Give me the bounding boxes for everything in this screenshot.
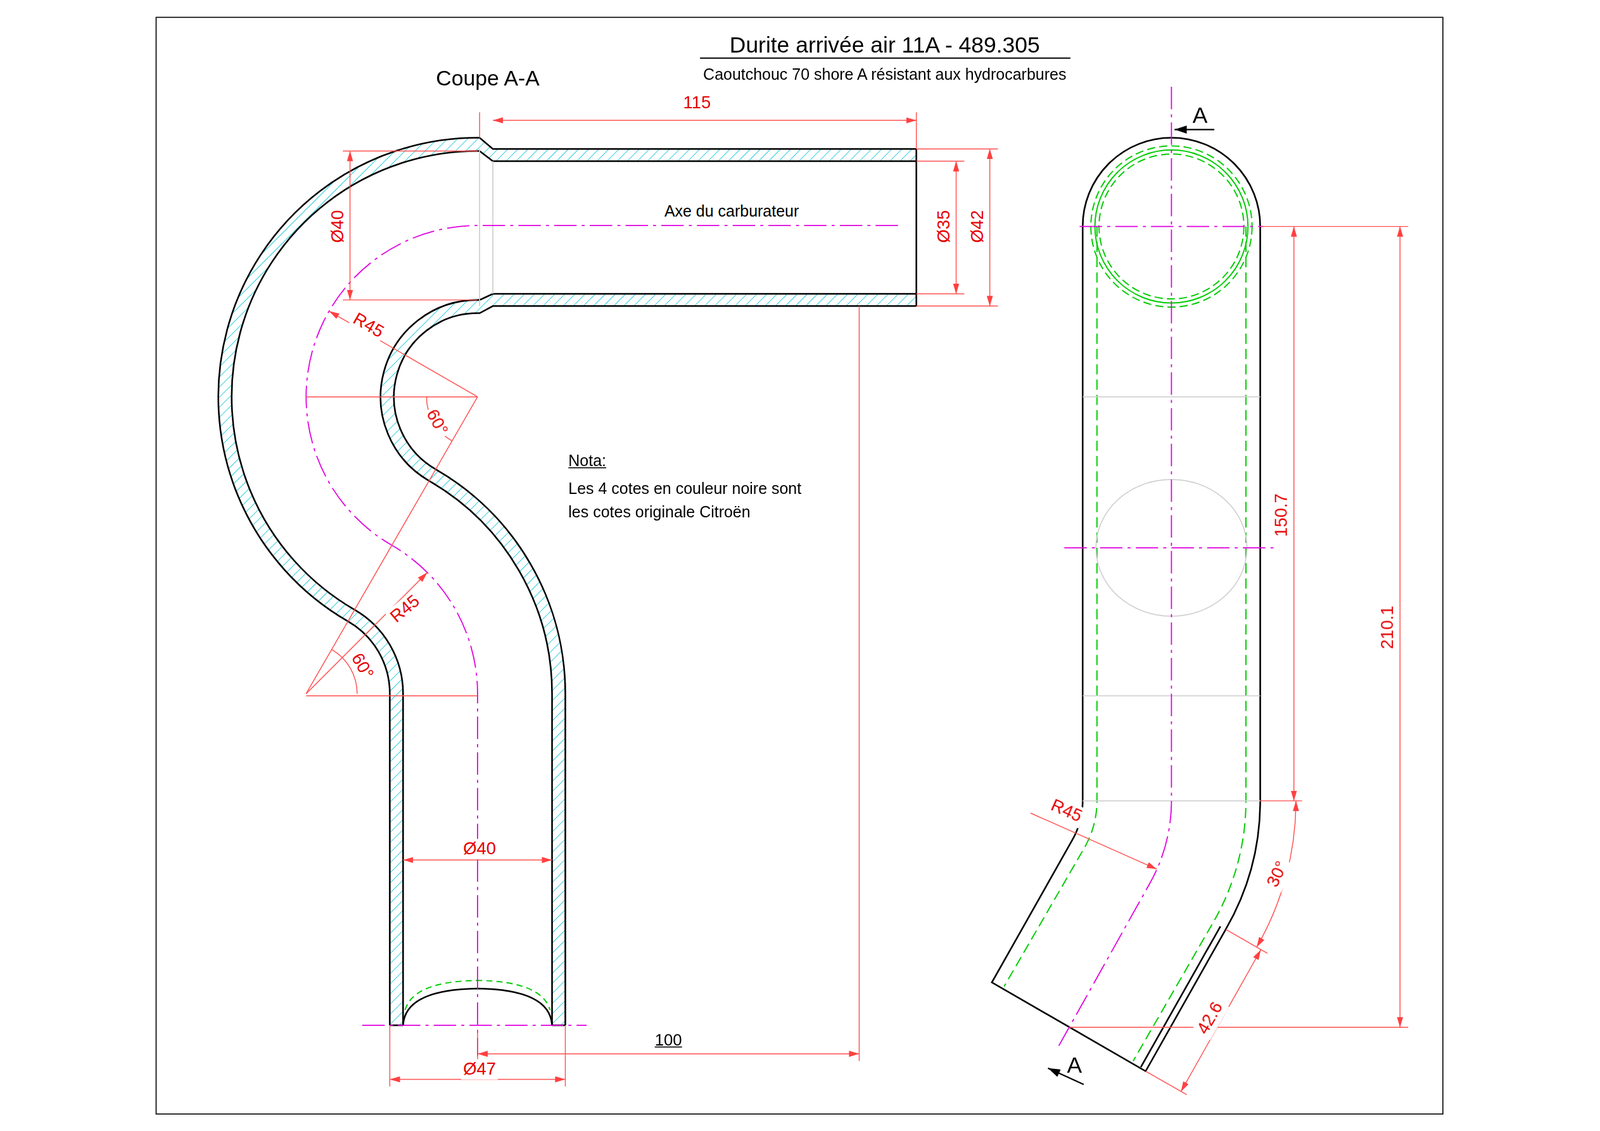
dimension-line — [955, 161, 957, 294]
dimension-line — [402, 859, 552, 861]
dimension-value: 210.1 — [1377, 603, 1398, 652]
extension-line — [389, 1025, 391, 1087]
extension-line — [1260, 226, 1409, 227]
outer-wall — [218, 137, 917, 1026]
center-line — [1057, 86, 1172, 1049]
dimension-value: Ø42 — [967, 208, 988, 246]
hidden-bore — [1133, 226, 1246, 1062]
angle-value: 60° — [420, 404, 453, 441]
extension-line — [476, 1030, 478, 1061]
dimension-line — [477, 1053, 860, 1054]
construction-line — [305, 396, 478, 398]
section-arrow — [1174, 128, 1215, 130]
seam-line — [492, 161, 494, 294]
extension-line — [1145, 1071, 1188, 1096]
inner-wall — [231, 150, 917, 1026]
dimension-value: Ø47 — [461, 1059, 498, 1080]
view-name: Coupe A-A — [435, 66, 540, 92]
radius-leader — [305, 572, 427, 694]
extension-line — [916, 293, 965, 294]
outer-wall — [393, 305, 917, 1026]
drawing-title: Durite arrivée air 11A - 489.305 — [729, 32, 1041, 59]
extension-line — [342, 150, 478, 152]
center-line — [1079, 226, 1264, 228]
dimension-value: 115 — [682, 93, 711, 113]
note-heading: Nota: — [568, 452, 607, 471]
axis-label: Axe du carburateur — [662, 202, 802, 221]
hatched-wall — [492, 148, 917, 161]
construction-line — [305, 397, 478, 695]
extension-line — [915, 112, 917, 149]
dimension-line — [492, 119, 917, 121]
section-view — [218, 112, 999, 1087]
material-note: Caoutchouc 70 shore A résistant aux hydr… — [703, 65, 1067, 84]
seam-line — [478, 148, 481, 306]
hatched-wall — [492, 293, 917, 306]
section-mark: A — [1067, 1052, 1083, 1079]
center-line — [305, 225, 898, 1056]
dimension-line — [989, 148, 991, 306]
dimension-value: 42.6 — [1192, 996, 1229, 1040]
dimension-line — [349, 150, 351, 300]
angle-dimension — [1256, 801, 1296, 948]
dimension-value: Ø40 — [327, 208, 348, 246]
sheet-frame — [155, 17, 1443, 1115]
tube-end — [915, 148, 918, 306]
extension-line — [478, 112, 480, 138]
radius-leader — [1030, 813, 1157, 870]
radius-value: R45 — [347, 307, 389, 344]
extension-line — [342, 299, 478, 301]
note-text: Les 4 cotes en couleur noire sont les co… — [568, 476, 824, 524]
extension-line — [565, 1025, 566, 1087]
title-underline — [699, 57, 1071, 59]
center-line — [1064, 547, 1279, 549]
extension-line — [1069, 1027, 1409, 1029]
edge-line — [1140, 926, 1221, 1068]
hatched-wall — [218, 137, 493, 1026]
dimension-value: Ø35 — [933, 208, 954, 246]
radius-value: R45 — [385, 589, 426, 629]
extension-line — [916, 160, 965, 162]
dimension-line — [1293, 226, 1295, 802]
inner-wall — [380, 293, 917, 1026]
dimension-value: 150.7 — [1271, 491, 1292, 540]
outer-outline — [991, 801, 1261, 1072]
extension-line — [916, 305, 999, 307]
dimension-value: Ø40 — [461, 839, 498, 859]
extension-line — [1225, 929, 1268, 954]
extension-line — [916, 148, 999, 149]
section-line — [1082, 396, 1260, 398]
side-view — [991, 86, 1409, 1096]
extension-line — [858, 305, 860, 1061]
dimension-line — [1180, 950, 1261, 1093]
hidden-bore — [1003, 226, 1098, 987]
construction-line — [305, 695, 478, 697]
dimension-line — [1399, 226, 1401, 1029]
center-line — [362, 1024, 587, 1027]
angle-value: 30° — [1262, 856, 1294, 893]
angle-value: 60° — [345, 647, 379, 685]
dimension-value: 100 — [654, 1031, 683, 1051]
hatched-wall — [380, 293, 566, 1026]
section-mark: A — [1192, 102, 1208, 129]
